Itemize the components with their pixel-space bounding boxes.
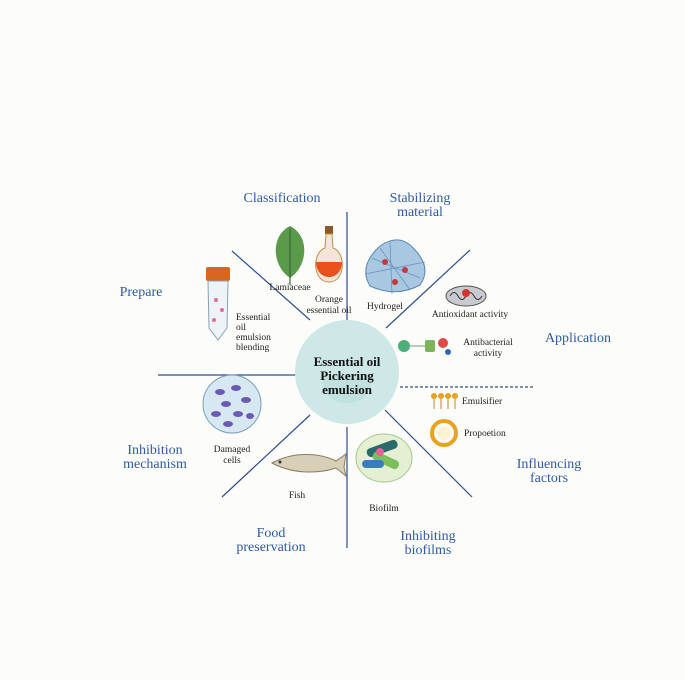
category-inhibition-line1: Inhibition: [127, 443, 182, 458]
label-blend-line4: blending: [236, 343, 269, 353]
label-emulsifier: Emulsifier: [462, 396, 503, 407]
label-biofilm: Biofilm: [369, 503, 399, 514]
category-stabilizing-line1: Stabilizing: [390, 191, 451, 206]
label-blend-line3: emulsion: [236, 333, 271, 343]
category-influencing-line2: factors: [530, 471, 568, 486]
beaker-icon: [322, 375, 372, 403]
label-lamiaceae: Lamiaceae: [269, 283, 310, 293]
category-biofilms-line2: biofilms: [405, 543, 452, 558]
hydrogel-icon: [364, 239, 426, 295]
category-biofilms-line1: Inhibiting: [400, 529, 455, 544]
fish-icon: [270, 452, 347, 478]
category-inhibition-line2: mechanism: [123, 457, 187, 472]
label-orange-line1: Orange: [315, 295, 343, 305]
category-application: Application: [545, 331, 611, 346]
spoke-upper-left: [231, 250, 311, 321]
center-circle: [295, 320, 399, 424]
label-fish: Fish: [289, 491, 306, 501]
label-hydrogel: Hydrogel: [367, 302, 403, 312]
label-antibacterial-line2: activity: [474, 349, 503, 359]
label-antibacterial-line1: Antibacterial: [463, 338, 513, 348]
oil-bottle-icon: [315, 226, 343, 283]
spokes: [158, 212, 535, 548]
label-damaged-line1: Damaged: [214, 445, 251, 455]
category-food-line1: Food: [257, 526, 286, 541]
label-antioxidant: Antioxidant activity: [432, 310, 509, 320]
category-influencing-line1: Influencing: [517, 457, 582, 472]
category-food-line2: preservation: [236, 540, 305, 555]
leaf-icon: [275, 226, 305, 285]
category-classification: Classification: [244, 191, 321, 206]
spoke-lower-left: [221, 414, 311, 498]
antibacterial-icon: [398, 338, 451, 355]
label-blend-line1: Essential: [236, 313, 271, 323]
label-propoetion: Propoetion: [464, 429, 506, 439]
mitochondrion-icon: [445, 285, 487, 307]
label-blend-line2: oil: [236, 323, 246, 333]
ring-icon: [430, 419, 458, 447]
category-stabilizing-line2: material: [397, 205, 443, 220]
spoke-upper-right: [385, 249, 471, 329]
center-node: Essential oil Pickering emulsion: [295, 320, 399, 424]
center-title-line2: Pickering: [320, 368, 374, 383]
center-title-line1: Essential oil: [314, 354, 381, 369]
emulsifier-icon: [431, 393, 458, 409]
label-damaged-line2: cells: [223, 456, 241, 466]
label-orange-line2: essential oil: [306, 306, 351, 316]
petri-dish-icon: [202, 374, 262, 434]
category-prepare: Prepare: [120, 285, 163, 300]
biofilm-icon: [355, 433, 413, 483]
test-tube-icon: [206, 267, 230, 341]
spoke-lower-right: [384, 409, 473, 498]
center-title-line3: emulsion: [322, 382, 373, 397]
